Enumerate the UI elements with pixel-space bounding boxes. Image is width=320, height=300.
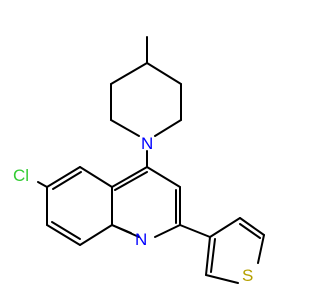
bond	[154, 224, 181, 238]
bond	[239, 217, 265, 236]
bond	[154, 119, 182, 137]
bond	[110, 62, 148, 85]
molecule-structure: Cl N N S	[13, 36, 265, 285]
bond	[239, 223, 261, 239]
bond-cl	[37, 181, 48, 188]
bond	[257, 234, 265, 264]
quinoline-ring	[37, 166, 181, 246]
bond	[111, 166, 148, 188]
bond	[79, 224, 113, 246]
piperidine-ring	[110, 36, 182, 168]
bond	[51, 221, 81, 240]
bond	[210, 238, 216, 273]
sulfur-atom-label: S	[242, 266, 253, 285]
bond	[52, 171, 82, 190]
bond	[146, 166, 181, 188]
bond	[46, 166, 81, 188]
bond	[79, 166, 113, 188]
bond	[114, 171, 148, 191]
bond	[209, 217, 241, 238]
piperidine-nitrogen-label: N	[141, 134, 153, 153]
quinoline-nitrogen-label: N	[135, 230, 147, 249]
bond	[111, 224, 132, 234]
chlorine-atom-label: Cl	[13, 166, 29, 185]
thiophene-ring	[179, 217, 265, 284]
bond	[46, 224, 81, 246]
bond	[179, 224, 211, 238]
bond	[205, 236, 211, 276]
bond	[146, 62, 182, 85]
bond	[205, 274, 239, 284]
bond	[110, 119, 140, 137]
